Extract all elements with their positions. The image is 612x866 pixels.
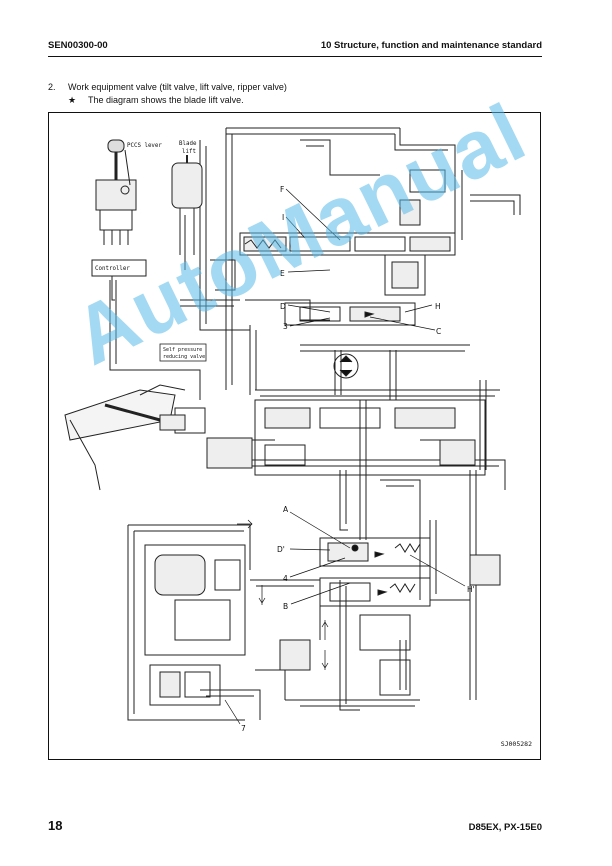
- label-e: E: [280, 269, 285, 278]
- item-title: Work equipment valve (tilt valve, lift v…: [68, 82, 287, 92]
- label-3: 3: [283, 322, 288, 331]
- section-title: 10 Structure, function and maintenance s…: [320, 40, 542, 51]
- label-7: 7: [241, 724, 246, 733]
- model-name: D85EX, PX-15E0: [468, 822, 542, 833]
- header-rule: [48, 56, 542, 57]
- pccs-lever-label: PCCS lever: [127, 143, 162, 149]
- label-d: D: [280, 302, 286, 311]
- label-c: C: [436, 327, 441, 336]
- blade-label: Blade: [179, 141, 197, 147]
- self-pressure-label-1: Self pressure: [163, 347, 202, 353]
- item-heading: 2. Work equipment valve (tilt valve, lift…: [48, 81, 287, 94]
- star-icon: ★: [68, 94, 77, 105]
- doc-code: SEN00300-00: [48, 40, 108, 51]
- label-a: A: [283, 505, 289, 514]
- label-d-prime: D': [277, 545, 285, 554]
- label-i: I: [282, 213, 284, 222]
- drawing-code: SJ005282: [500, 740, 532, 748]
- self-pressure-label-2: reducing valve: [163, 354, 205, 360]
- item-number: 2.: [48, 82, 56, 92]
- note-text: The diagram shows the blade lift valve.: [88, 94, 244, 105]
- page-number: 18: [48, 818, 63, 833]
- label-f: F: [280, 185, 284, 194]
- label-4: 4: [283, 574, 288, 583]
- label-h: H: [435, 302, 441, 311]
- diagram-frame: [48, 112, 541, 760]
- label-b: B: [283, 602, 288, 611]
- note-line: ★ The diagram shows the blade lift valve.: [48, 94, 287, 107]
- label-h-prime: H': [467, 585, 475, 594]
- controller-label: Controller: [95, 266, 130, 272]
- intro: 2. Work equipment valve (tilt valve, lift…: [48, 81, 287, 106]
- lift-label: lift: [182, 149, 196, 155]
